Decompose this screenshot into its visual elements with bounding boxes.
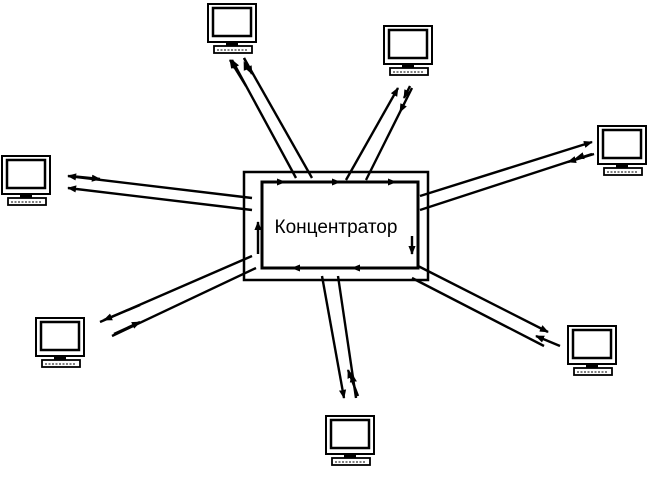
computer-icon <box>566 324 618 377</box>
computer-icon <box>382 24 434 77</box>
hub-inner-arrows <box>254 178 416 272</box>
computer-icon <box>324 414 376 467</box>
connection-top-right <box>344 87 414 181</box>
hub-box: Концентратор <box>242 170 430 282</box>
hub-label: Концентратор <box>275 217 398 238</box>
connection-bottom-right <box>411 264 561 348</box>
connection-right <box>419 140 593 212</box>
computer-icon <box>34 316 86 369</box>
connection-top-left <box>230 57 314 179</box>
connection-left <box>67 173 253 212</box>
computer-icon <box>206 2 258 55</box>
endpoint-arrows <box>69 57 595 397</box>
computer-icon <box>596 124 648 177</box>
connection-bottom-left <box>99 254 257 338</box>
computer-icon <box>0 154 52 207</box>
